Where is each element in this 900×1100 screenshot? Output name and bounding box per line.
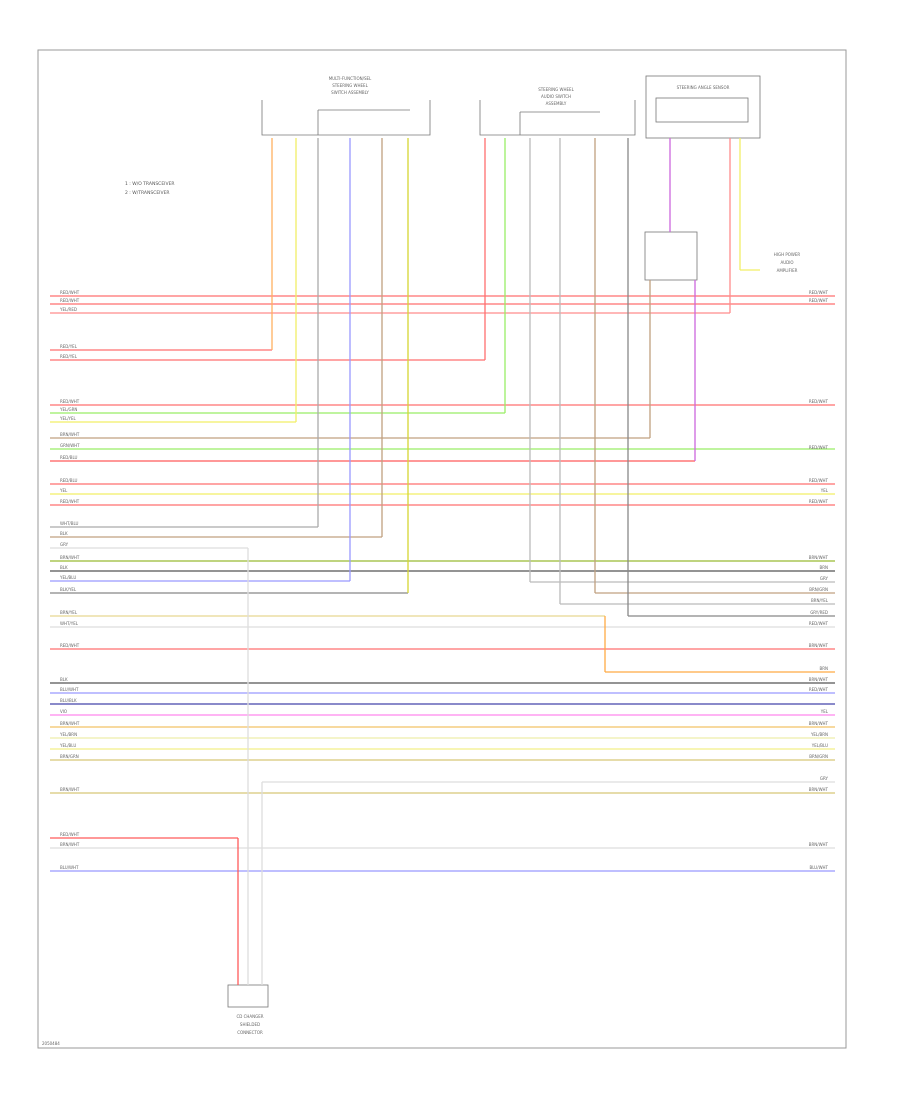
wire-label-left: BRN/WHT (60, 787, 80, 792)
wire-label-left: RED/WHT (60, 298, 80, 303)
diagram-frame (37, 49, 847, 1049)
component-1-label-3: SWITCH ASSEMBLY (331, 90, 369, 95)
wire-label-right: BRN (819, 666, 828, 671)
wire-label-right: BRN (819, 565, 828, 570)
component-multi-function-switch: MULTI-FUNCTION/SEL STEERING WHEEL SWITCH… (261, 76, 431, 136)
wire-label-right: YEL (820, 709, 829, 714)
wire-label-left: YEL/RED (59, 307, 77, 312)
component-4-label-2: AUDIO (780, 260, 793, 265)
wire-label-left: RED/WHT (60, 832, 80, 837)
wire-label-right: BRN/WHT (809, 842, 829, 847)
wire-label-left: BRN/WHT (60, 432, 80, 437)
wire-label-left: RED/YEL (60, 354, 78, 359)
wire-group (50, 138, 835, 985)
wire-label-right: BRN/GRN (809, 587, 828, 592)
component-4-label-1: HIGH POWER (774, 252, 801, 257)
wire-label-left: RED/YEL (60, 344, 78, 349)
wire-label-right: RED/WHT (809, 621, 829, 626)
junction-box (644, 231, 698, 281)
wire-label-left: YEL/BLU (59, 575, 76, 580)
wire-label-right: RED/WHT (809, 445, 829, 450)
legend-item-1: 1 : W/O TRANSCEIVER (125, 181, 175, 187)
wire-label-right: GRY/RED (810, 610, 828, 615)
component-1-label-2: STEERING WHEEL (332, 83, 368, 88)
component-cd-changer-connector: CD CHANGER SHIELDED CONNECTOR (227, 984, 269, 1035)
wire-label-left: BRN/YEL (60, 610, 78, 615)
wire-label-left: RED/WHT (60, 290, 80, 295)
wire-label-right: RED/WHT (809, 298, 829, 303)
legend-item-2: 2 : W/TRANSCEIVER (125, 190, 170, 196)
wire-label-right: YEL/BLU (811, 743, 828, 748)
wire-label-right: RED/WHT (809, 290, 829, 295)
wire-label-left: BLK (60, 677, 68, 682)
wire-label-right: GRY (820, 576, 829, 581)
wire-label-left: YEL/GRN (59, 407, 77, 412)
wire-label-right: BRN/WHT (809, 787, 829, 792)
wire-label-left: BRN/GRN (60, 754, 79, 759)
wire-label-right: RED/WHT (809, 478, 829, 483)
component-3-label: STEERING ANGLE SENSOR (677, 85, 730, 90)
wire-label-right: BRN/YEL (811, 598, 829, 603)
wire-label-left: GRY (60, 542, 69, 547)
wire-label-left: BLK (60, 531, 68, 536)
wire-label-right: BRN/WHT (809, 677, 829, 682)
component-5-label-3: CONNECTOR (237, 1030, 263, 1035)
wire-label-right: RED/WHT (809, 687, 829, 692)
component-5-label-2: SHIELDED (240, 1022, 260, 1027)
wire-label-left: BLU/WHT (60, 865, 79, 870)
diagram-code: 2050484 (42, 1041, 60, 1046)
wire-label-left: BRN/WHT (60, 555, 80, 560)
wire-label-left: BLU/WHT (60, 687, 79, 692)
component-1-label-1: MULTI-FUNCTION/SEL (329, 76, 372, 81)
wire-label-right: RED/WHT (809, 399, 829, 404)
wire-label-left: VIO (60, 709, 67, 714)
right-wire-labels: RED/WHT RED/WHT RED/WHT RED/WHT RED/WHT YEL RE… (809, 290, 829, 870)
wire-label-left: YEL/BRN (59, 732, 77, 737)
component-4-label-3: AMPLIFIER (777, 268, 798, 273)
component-5-label-1: CD CHANGER (236, 1014, 263, 1019)
wire-label-left: RED/WHT (60, 643, 80, 648)
wire-label-right: YEL/BRN (810, 732, 828, 737)
wire-label-left: BRN/WHT (60, 721, 80, 726)
wire-label-right: BLU/WHT (810, 865, 829, 870)
component-2-label-1: STEERING WHEEL (538, 87, 574, 92)
wire-label-left: RED/BLU (60, 455, 78, 460)
wire-label-right: RED/WHT (809, 499, 829, 504)
component-2-label-3: ASSEMBLY (546, 101, 567, 106)
wire-label-left: BRN/WHT (60, 842, 80, 847)
component-audio-switch: STEERING WHEEL AUDIO SWITCH ASSEMBLY (479, 87, 636, 136)
wire-label-left: YEL/BLU (59, 743, 76, 748)
component-high-power-amplifier: HIGH POWER AUDIO AMPLIFIER (774, 252, 801, 273)
left-wire-labels: RED/WHT RED/WHT YEL/RED RED/YEL RED/YEL RED/W… (59, 290, 80, 870)
component-2-label-2: AUDIO SWITCH (541, 94, 571, 99)
wire-label-left: YEL/YEL (59, 416, 77, 421)
wire-label-left: WHT/YEL (60, 621, 79, 626)
component-steering-angle-sensor: STEERING ANGLE SENSOR (645, 75, 761, 139)
wire-label-left: YEL (59, 488, 68, 493)
wire-label-right: GRY (820, 776, 829, 781)
wire-label-left: BLK/YEL (60, 587, 77, 592)
wire-label-left: RED/WHT (60, 499, 80, 504)
wire-label-left: RED/WHT (60, 399, 80, 404)
wire-label-left: BLU/BLK (60, 698, 77, 703)
wire-label-left: GRN/WHT (60, 443, 80, 448)
wire-label-right: BRN/WHT (809, 643, 829, 648)
wire-label-left: WHT/BLU (60, 521, 79, 526)
wire-label-right: YEL (820, 488, 829, 493)
wire-label-left: RED/BLU (60, 478, 78, 483)
wire-label-right: BRN/GRN (809, 754, 828, 759)
wire-label-left: BLK (60, 565, 68, 570)
wire-label-right: BRN/WHT (809, 555, 829, 560)
wire-label-right: BRN/WHT (809, 721, 829, 726)
